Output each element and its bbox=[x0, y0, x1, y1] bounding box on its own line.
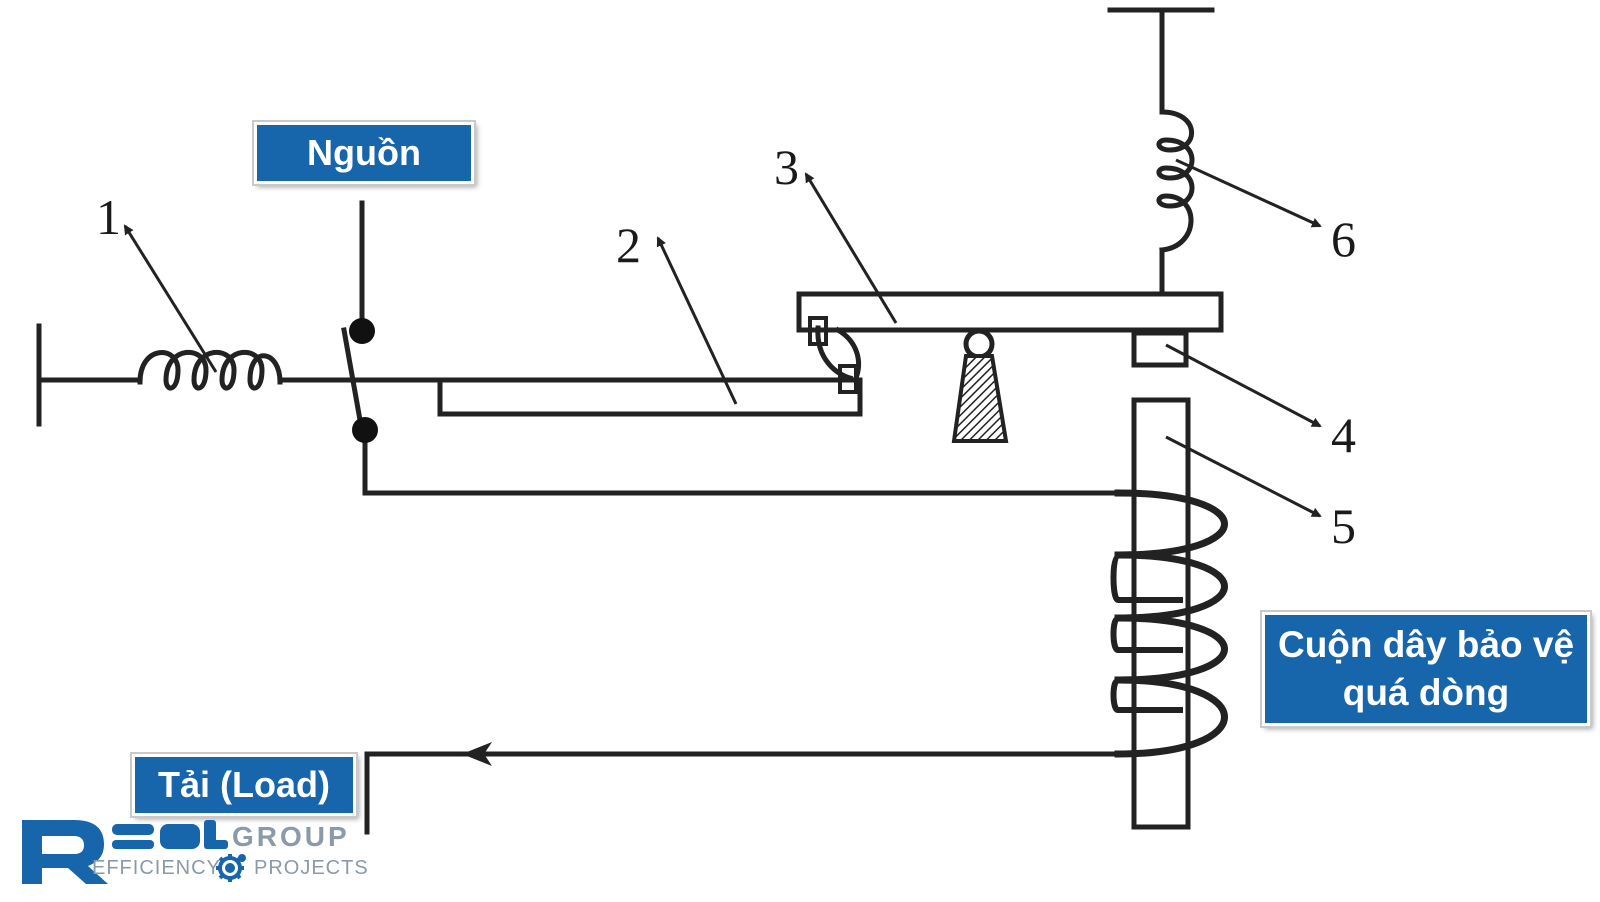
gear-icon bbox=[216, 854, 246, 882]
switch-contact-lower bbox=[352, 417, 378, 443]
leader-3 bbox=[804, 172, 898, 324]
logo-group-text: GROUP bbox=[232, 821, 350, 852]
latch-hook bbox=[815, 325, 854, 382]
logo-e-bar-1 bbox=[112, 824, 154, 835]
latch-tooth-lower bbox=[838, 364, 858, 394]
protection-coil bbox=[1110, 489, 1228, 758]
current-direction-arrow bbox=[462, 742, 492, 766]
wire-to-load bbox=[364, 751, 1121, 835]
load-label: Tải (Load) bbox=[132, 754, 356, 816]
part-number-4: 4 bbox=[1331, 407, 1356, 463]
realgroup-logo: GROUP EFFICIENCY PROJECTS bbox=[22, 820, 368, 884]
pivot bbox=[963, 328, 995, 360]
leader-5 bbox=[1165, 435, 1322, 518]
switch-contact-upper bbox=[349, 318, 375, 344]
armature-bar-3 bbox=[796, 291, 1224, 333]
source-label: Nguồn bbox=[254, 122, 474, 184]
spring-1 bbox=[137, 350, 283, 391]
overcurrent-coil-label: Cuộn dây bảo vệ quá dòng bbox=[1262, 612, 1590, 726]
part-number-6: 6 bbox=[1331, 211, 1356, 267]
logo-l-base bbox=[204, 840, 228, 849]
logo-e-bar-2 bbox=[112, 840, 154, 849]
leader-2 bbox=[656, 236, 738, 405]
lever-2 bbox=[437, 377, 863, 417]
part-number-3: 3 bbox=[774, 139, 799, 195]
switch-blade bbox=[341, 327, 363, 423]
fulcrum-support bbox=[951, 354, 1009, 443]
leader-6 bbox=[1175, 158, 1322, 228]
logo-a-shape bbox=[160, 824, 200, 849]
part-number-1: 1 bbox=[96, 189, 121, 245]
part-number-2: 2 bbox=[616, 217, 641, 273]
spring-6 bbox=[1156, 109, 1195, 253]
leader-1 bbox=[123, 224, 218, 373]
leader-4 bbox=[1165, 343, 1322, 428]
armature-block-4 bbox=[1131, 330, 1189, 368]
wire-to-coil bbox=[362, 425, 1123, 496]
logo-projects-text: PROJECTS bbox=[254, 857, 368, 879]
logo-r-mark bbox=[22, 820, 108, 884]
logo-efficiency-text: EFFICIENCY bbox=[92, 857, 221, 879]
part-number-5: 5 bbox=[1331, 498, 1356, 554]
